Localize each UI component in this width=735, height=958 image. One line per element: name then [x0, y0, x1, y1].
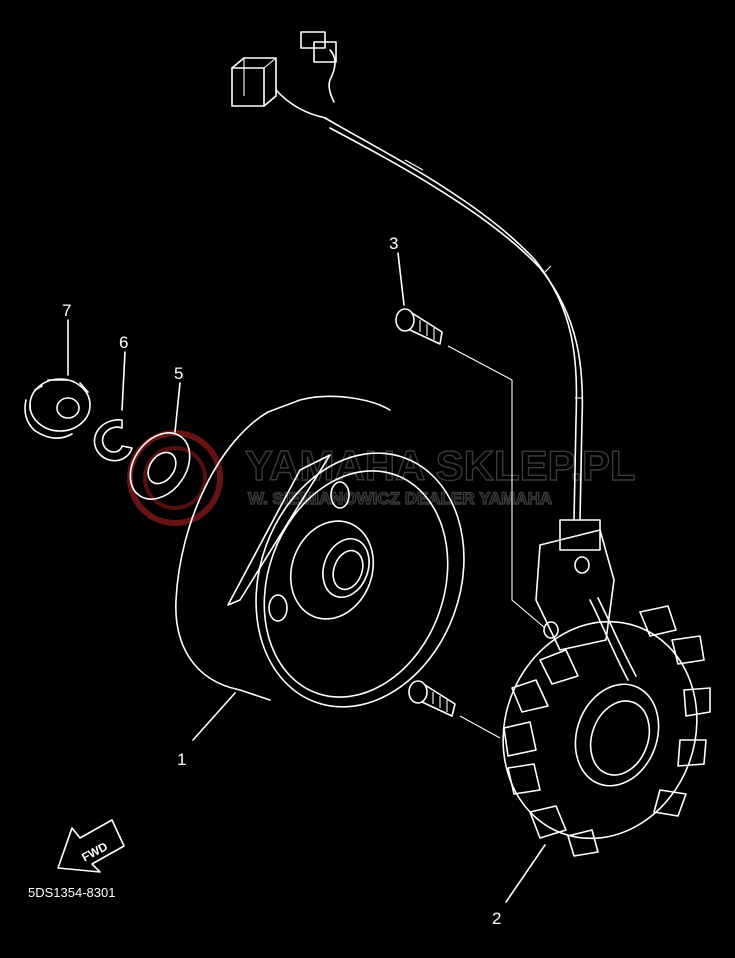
nut	[24, 378, 91, 439]
callout-1: 1	[177, 750, 186, 769]
part-code: 5DS1354-8301	[28, 885, 115, 900]
watermark-line2: W. SIEMIANOWICZ DEALER YAMAHA	[248, 489, 552, 508]
wire-harness	[231, 31, 584, 521]
fwd-label: FWD	[79, 839, 110, 864]
watermark-line1: YAMAHA SKLEP.PL	[245, 442, 636, 489]
fwd-arrow-icon	[57, 819, 125, 873]
callout-7: 7	[62, 301, 71, 320]
rotor-flywheel	[175, 395, 465, 708]
screw-upper	[395, 308, 443, 345]
screw-lower	[408, 680, 456, 717]
callout-3: 3	[389, 234, 398, 253]
watermark-seal	[127, 430, 223, 526]
screw-lower-guide	[459, 715, 501, 739]
circlip	[93, 419, 133, 462]
screw-upper-guide	[447, 345, 546, 629]
callout-6: 6	[119, 333, 128, 352]
leader-lines	[67, 252, 546, 903]
callout-2: 2	[492, 909, 501, 928]
washer	[129, 432, 191, 500]
stator	[502, 519, 711, 857]
callout-5: 5	[174, 364, 183, 383]
